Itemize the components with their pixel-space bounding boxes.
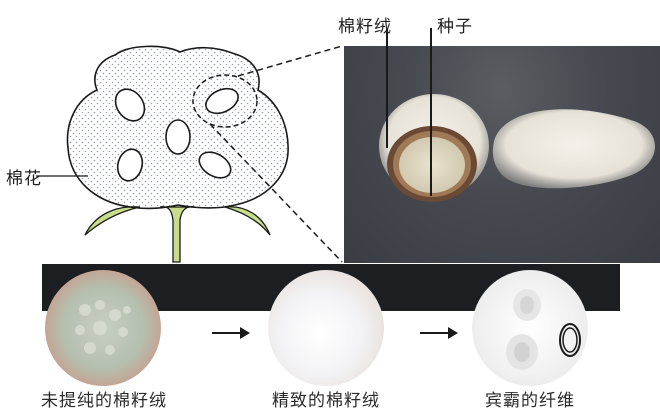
linters-leader-line	[386, 28, 388, 148]
stem	[159, 206, 196, 263]
connector-line-bottom	[209, 123, 343, 263]
refined-cotton-linters-photo	[268, 270, 384, 386]
caption-raw-linters: 未提纯的棉籽绒	[41, 391, 167, 411]
caption-fiber: 宾霸的纤维	[485, 391, 575, 411]
connector-line-top	[237, 45, 343, 77]
whole-seed	[492, 109, 655, 189]
seed-photo	[379, 94, 655, 202]
arrow-right-2	[420, 327, 458, 339]
leaf-right	[224, 206, 271, 236]
leaf-left	[84, 206, 141, 236]
seed-highlight-dashed-circle	[192, 74, 258, 128]
seed-ellipses	[114, 87, 239, 182]
seed-photo-panel	[344, 46, 660, 263]
label-cotton: 棉花	[6, 169, 42, 189]
arrow-right-1	[212, 327, 250, 339]
label-cotton-linters: 棉籽绒	[338, 17, 392, 37]
seed-leader-line	[430, 28, 432, 196]
cut-seed	[379, 94, 489, 202]
fiber-filter-cartridges-photo	[472, 270, 588, 386]
raw-cotton-linters-photo	[45, 270, 161, 386]
caption-refined-linters: 精致的棉籽绒	[272, 391, 380, 411]
label-seed: 种子	[437, 17, 473, 37]
